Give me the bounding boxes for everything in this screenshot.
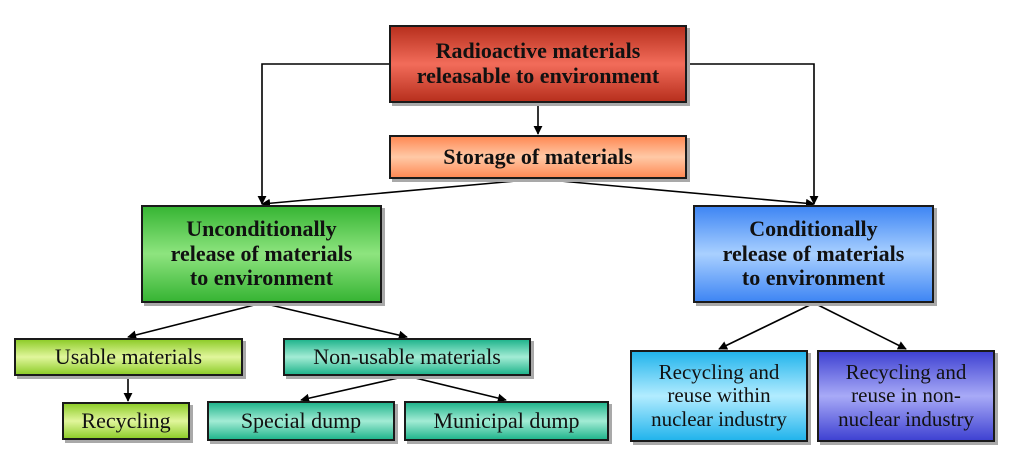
- node-label: Recycling and reuse within nuclear indus…: [651, 359, 787, 431]
- node-recycling: Recycling: [62, 402, 190, 440]
- node-radioactive-materials: Radioactive materials releasable to envi…: [389, 25, 687, 103]
- node-label: Recycling and reuse in non- nuclear indu…: [838, 359, 974, 431]
- arrow-storage-to-unconditional: [261, 178, 539, 208]
- node-storage-of-materials: Storage of materials: [389, 135, 687, 179]
- node-label: Municipal dump: [433, 407, 580, 433]
- arrow-unconditional-to-usable: [127, 302, 263, 340]
- arrow-unconditional-to-nonusable: [261, 302, 408, 340]
- arrow-nonusable-to-municipal: [406, 375, 507, 403]
- node-municipal-dump: Municipal dump: [404, 401, 609, 441]
- node-label: Recycling: [81, 407, 171, 433]
- node-unconditional-release: Unconditionally release of materials to …: [141, 205, 382, 303]
- arrow-root-to-conditional: [687, 63, 819, 205]
- node-label: Radioactive materials releasable to envi…: [416, 38, 660, 88]
- arrow-storage-to-conditional: [537, 178, 815, 208]
- node-label: Non-usable materials: [313, 343, 501, 369]
- node-label: Conditionally release of materials to en…: [722, 216, 905, 291]
- arrow-conditional-to-within: [718, 302, 815, 350]
- node-special-dump: Special dump: [207, 401, 395, 441]
- node-reuse-within-nuclear: Recycling and reuse within nuclear indus…: [630, 350, 808, 442]
- node-label: Usable materials: [54, 343, 203, 369]
- arrow-root-to-unconditional: [257, 63, 389, 205]
- node-usable-materials: Usable materials: [14, 338, 243, 376]
- node-label: Storage of materials: [443, 143, 633, 169]
- arrow-conditional-to-nonnuclear: [813, 302, 907, 350]
- arrow-nonusable-to-special: [300, 375, 408, 403]
- node-reuse-non-nuclear: Recycling and reuse in non- nuclear indu…: [817, 350, 995, 442]
- node-conditional-release: Conditionally release of materials to en…: [693, 205, 934, 303]
- node-label: Unconditionally release of materials to …: [170, 216, 353, 291]
- node-non-usable-materials: Non-usable materials: [283, 338, 531, 376]
- node-label: Special dump: [240, 407, 362, 433]
